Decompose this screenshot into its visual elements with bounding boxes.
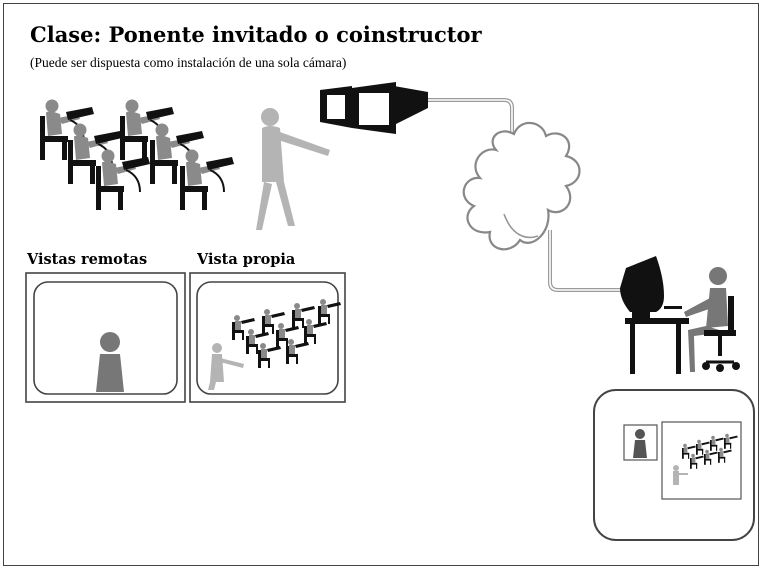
remote-screen-classroom-thumbnail — [661, 421, 742, 500]
remote-screen-panel — [593, 389, 755, 541]
remote-monitor-icon — [620, 256, 664, 312]
remote-views-label: Vistas remotas — [27, 251, 148, 268]
network-cloud — [462, 121, 581, 251]
diagram-subtitle: (Puede ser dispuesta como instalación de… — [30, 55, 347, 70]
diagram-title: Clase: Ponente invitado o coinstructor — [30, 22, 482, 47]
presenter-figure — [256, 108, 330, 230]
self-view-presenter-thumbnail — [208, 343, 244, 390]
self-view-label: Vista propia — [197, 251, 296, 268]
classroom-students-group — [39, 98, 235, 211]
dual-display-unit — [320, 82, 428, 134]
remote-screen-presenter-thumbnail — [623, 424, 658, 461]
self-view-panel — [189, 272, 346, 403]
remote-presenter-workstation — [620, 256, 740, 374]
remote-views-panel — [25, 272, 186, 403]
remote-person-figure — [96, 332, 124, 392]
